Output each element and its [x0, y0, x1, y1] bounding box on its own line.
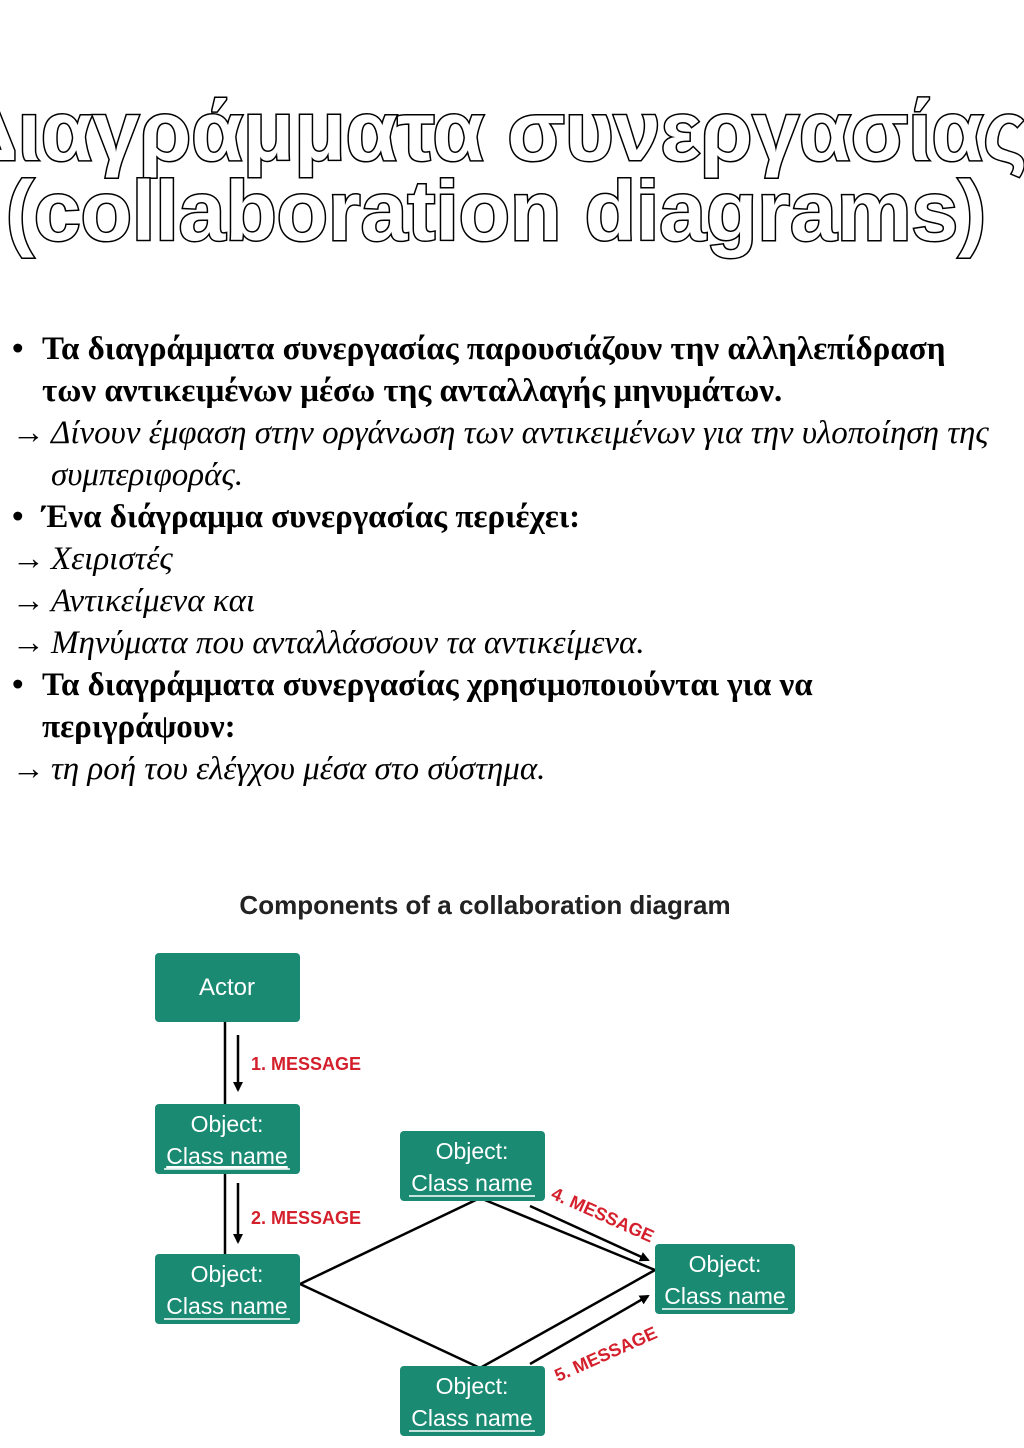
arrow-text-4: Μηνύματα που ανταλλάσσουν τα αντικείμενα… — [51, 625, 645, 661]
title-line-1: Διαγράμματα συνεργασίας — [0, 84, 1024, 178]
class-name-label: Class name — [411, 1405, 532, 1431]
message-arrow — [529, 1204, 650, 1262]
bullet-text-1: Τα διαγράμματα συνεργασίας παρουσιάζουν … — [42, 331, 946, 409]
actor-label: Actor — [199, 974, 255, 1001]
object-box: Object: Class name — [400, 1366, 545, 1436]
object-box: Object: Class name — [400, 1131, 545, 1201]
arrow-icon: → — [12, 541, 45, 577]
object-label: Object: — [436, 1138, 509, 1164]
actor-box: Actor — [155, 953, 300, 1022]
message-label-1: 1. MESSAGE — [251, 1054, 361, 1074]
page-title: Διαγράμματα συνεργασίας (collaboration d… — [0, 83, 1024, 260]
arrow-item: → Μηνύματα που ανταλλάσσουν τα αντικείμε… — [12, 622, 1002, 664]
arrow-text-5: τη ροή του ελέγχου μέσα στο σύστημα. — [51, 751, 546, 787]
arrow-item: → Αντικείμενα και — [12, 580, 1002, 622]
arrow-text-3: Αντικείμενα και — [51, 583, 256, 619]
arrow-text-2: Χειριστές — [51, 541, 173, 577]
message-arrow — [529, 1294, 650, 1366]
class-name-label: Class name — [166, 1293, 287, 1319]
class-name-label: Class name — [664, 1283, 785, 1309]
bullet-symbol: • — [12, 499, 24, 535]
bullet-text-2: Ένα διάγραμμα συνεργασίας περιέχει: — [42, 499, 581, 535]
content-body: • Τα διαγράμματα συνεργασίας παρουσιάζου… — [12, 328, 1002, 790]
object-box: Object: Class name — [155, 1104, 300, 1174]
object-box: Object: Class name — [155, 1254, 300, 1324]
object-label: Object: — [689, 1251, 762, 1277]
title-line-2: (collaboration diagrams) — [6, 164, 986, 258]
bullet-symbol: • — [12, 667, 24, 703]
object-label: Object: — [191, 1261, 264, 1287]
class-name-label: Class name — [166, 1143, 287, 1169]
arrow-text-1: Δίνουν έμφαση στην οργάνωση των αντικειμ… — [51, 415, 989, 493]
collaboration-diagram: Components of a collaboration diagram 1.… — [155, 890, 795, 1436]
object-box: Object: Class name — [655, 1244, 795, 1314]
message-label-5: 5. MESSAGE — [551, 1323, 660, 1386]
arrow-icon: → — [12, 751, 45, 787]
arrow-icon: → — [12, 625, 45, 661]
bullet-item: • Ένα διάγραμμα συνεργασίας περιέχει: — [12, 496, 1002, 538]
bullet-item: • Τα διαγράμματα συνεργασίας παρουσιάζου… — [12, 328, 1002, 412]
object-label: Object: — [436, 1373, 509, 1399]
diagram-title: Components of a collaboration diagram — [239, 890, 730, 920]
arrow-item: → Δίνουν έμφαση στην οργάνωση των αντικε… — [12, 412, 1002, 496]
bullet-symbol: • — [12, 331, 24, 367]
message-label-4: 4. MESSAGE — [548, 1183, 657, 1246]
class-name-label: Class name — [411, 1170, 532, 1196]
bullet-item: • Τα διαγράμματα συνεργασίας χρησιμοποιο… — [12, 664, 1002, 748]
arrow-item: → τη ροή του ελέγχου μέσα στο σύστημα. — [12, 748, 1002, 790]
arrow-icon: → — [12, 415, 45, 451]
arrow-icon: → — [12, 583, 45, 619]
bullet-text-3: Τα διαγράμματα συνεργασίας χρησιμοποιούν… — [42, 667, 813, 745]
message-label-2: 2. MESSAGE — [251, 1208, 361, 1228]
object-label: Object: — [191, 1111, 264, 1137]
arrow-item: → Χειριστές — [12, 538, 1002, 580]
